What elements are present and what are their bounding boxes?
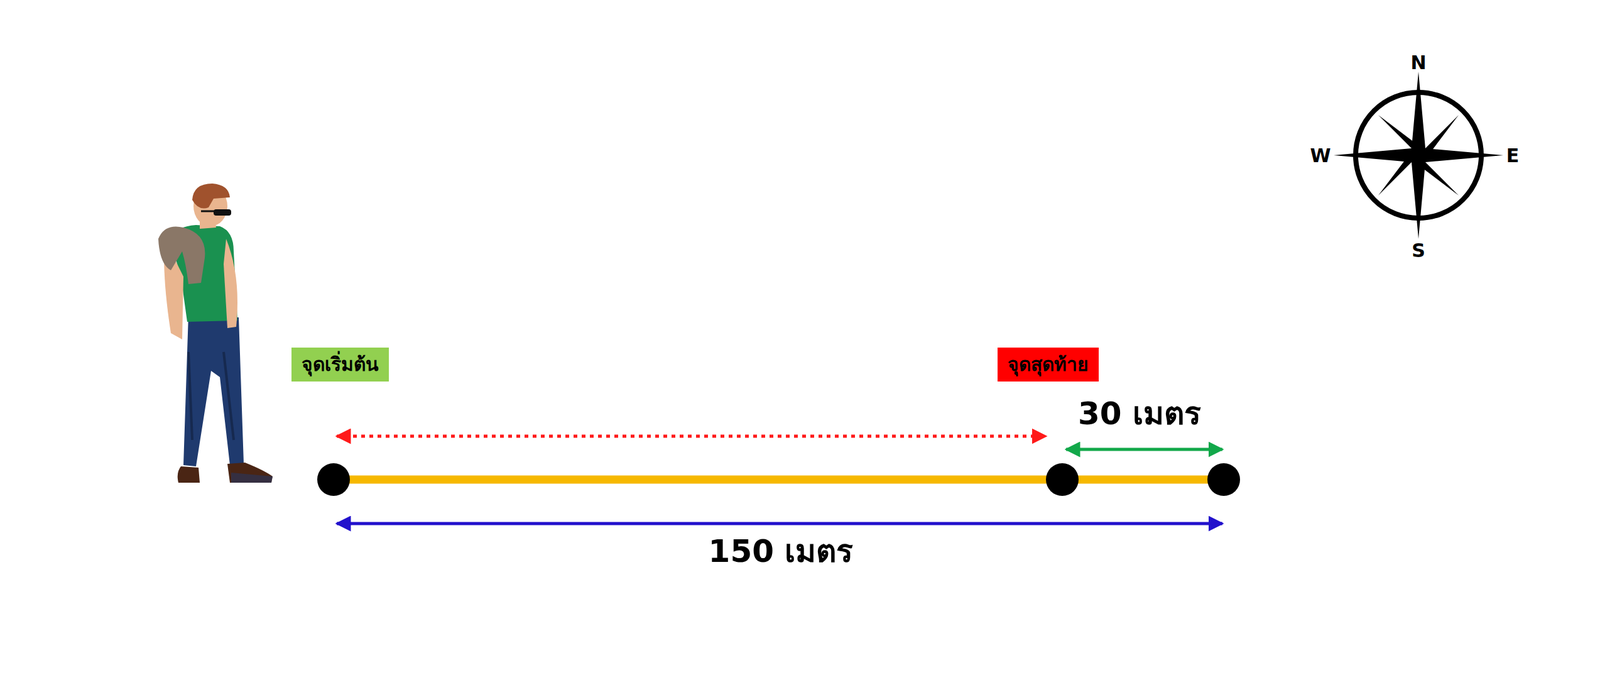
- path-line: [333, 475, 1224, 484]
- start-label-box: จุดเริ่มต้น: [291, 347, 389, 382]
- dimension-label: 150 เมตร: [708, 533, 854, 569]
- point-dot: [317, 462, 350, 496]
- person-figure: [158, 183, 273, 483]
- point-dot: [1045, 462, 1079, 496]
- end-label-box: จุดสุดท้าย: [997, 347, 1099, 382]
- box-text: จุดเริ่มต้น: [301, 352, 379, 377]
- dimension-arrow: [336, 522, 1223, 526]
- compass-letter: S: [1411, 239, 1426, 261]
- point-dot: [1207, 462, 1241, 496]
- displacement-arrow: [336, 434, 1046, 438]
- compass-letter: W: [1309, 145, 1331, 166]
- box-text: จุดสุดท้าย: [1007, 352, 1089, 377]
- compass-letter: N: [1410, 52, 1426, 73]
- dimension-label: 30 เมตร: [1077, 396, 1202, 431]
- compass-rose: [1333, 71, 1504, 239]
- dimension-arrow: [1066, 447, 1223, 452]
- compass-letter: E: [1506, 145, 1520, 166]
